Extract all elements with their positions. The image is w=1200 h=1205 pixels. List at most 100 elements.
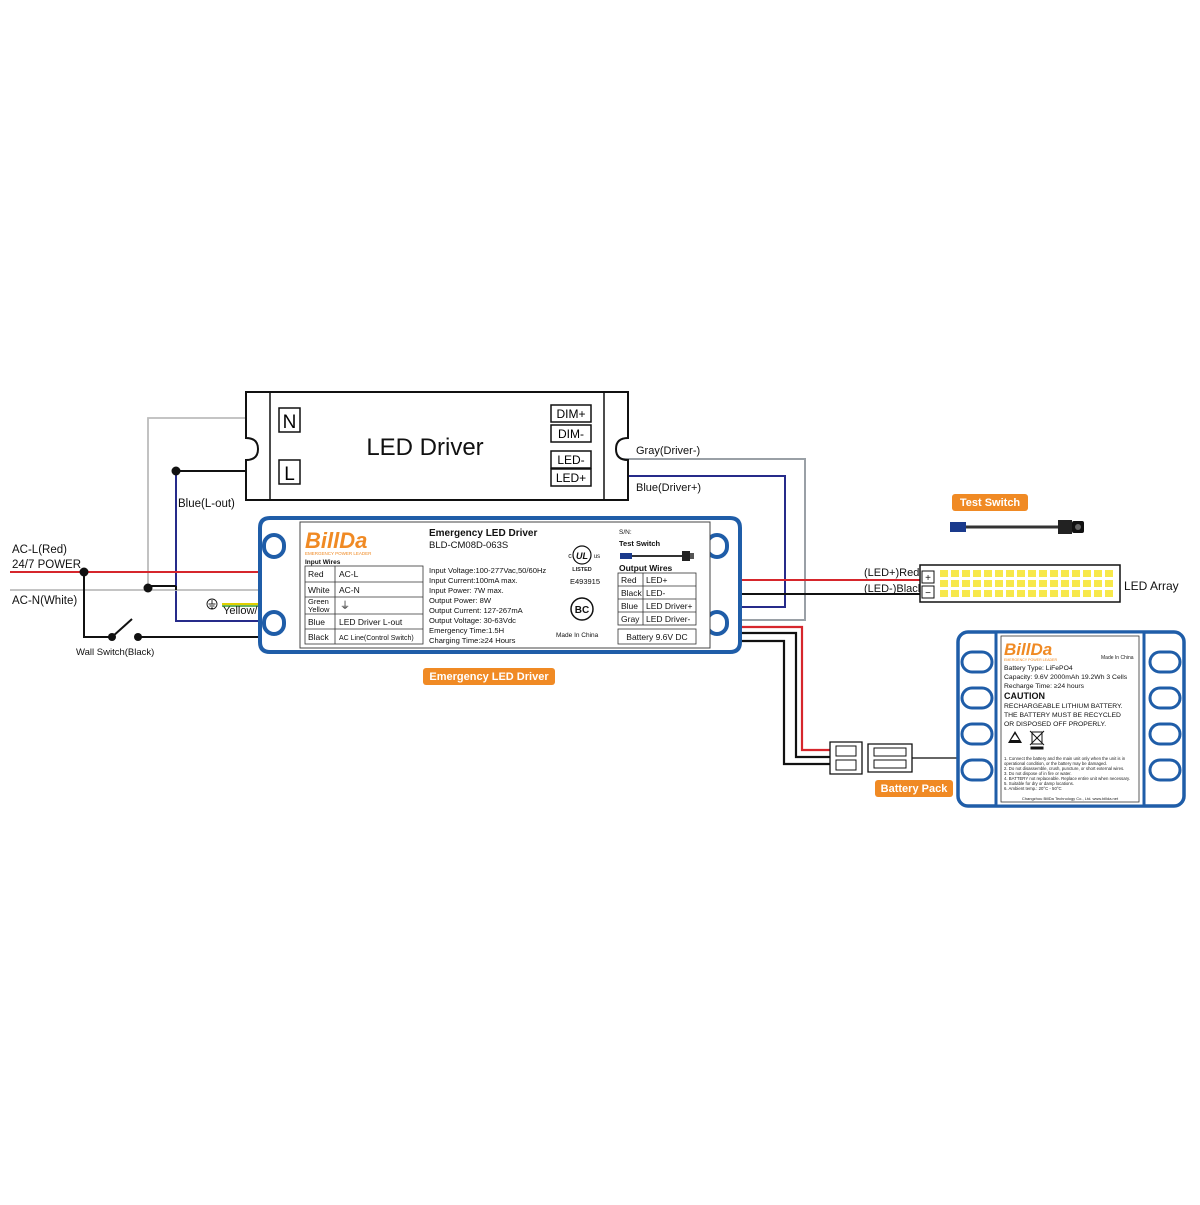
input-row-blue-func: LED Driver L-out	[339, 617, 403, 627]
tag-emergency: Emergency LED Driver	[423, 668, 555, 685]
led-chip	[1050, 590, 1058, 597]
tag-test-switch: Test Switch	[952, 494, 1028, 511]
led-array-plus: +	[925, 573, 931, 584]
battery-note: operational condition, or the battery ma…	[1004, 761, 1107, 766]
input-row-black-color: Black	[308, 632, 330, 642]
ul-file-number: E493915	[570, 577, 600, 586]
emergency-brand-logo: BillDa	[305, 528, 367, 553]
output-row-gray-color: Gray	[621, 614, 640, 624]
label-247-power: 24/7 POWER	[12, 559, 81, 571]
spec-line: Output Voltage: 30-63Vdc	[429, 616, 516, 625]
battery-fin	[1148, 722, 1182, 746]
led-chip	[951, 570, 959, 577]
ul-listed: LISTED	[572, 567, 592, 573]
input-wires-table	[304, 565, 424, 645]
input-row-blue-color: Blue	[308, 617, 325, 627]
led-chip	[1050, 570, 1058, 577]
battery-voltage-label: Battery 9.6V DC	[626, 632, 687, 642]
label-led-plus-red: (LED+)Red	[864, 567, 919, 579]
battery-voltage-box	[617, 628, 697, 645]
led-chip	[1072, 580, 1080, 587]
battery-type: Battery Type: LiFePO4	[1004, 665, 1073, 672]
input-row-red-color: Red	[308, 569, 324, 579]
output-row-blue-func: LED Driver+	[646, 601, 693, 611]
led-chip	[940, 590, 948, 597]
input-row-yellow-color: Yellow	[308, 605, 330, 614]
no-trash-icon	[1029, 730, 1045, 750]
led-chip	[1083, 580, 1091, 587]
battery-brand-sub: EMERGENCY POWER LEADER	[1004, 658, 1057, 662]
black-wire-battery-b	[740, 639, 830, 766]
blue-wire-driver-plus	[592, 475, 786, 608]
battery-note: 2. Do not disassemble, crush, puncture, …	[1004, 766, 1124, 771]
led-chip	[1061, 580, 1069, 587]
led-chip	[962, 570, 970, 577]
battery-made-in: Made In China	[1101, 655, 1134, 661]
battery-note: 3. Do not dispose of in fire or water.	[1004, 771, 1072, 776]
driver-terminal-dim-minus-label: DIM-	[558, 427, 584, 441]
led-chip	[1028, 580, 1036, 587]
wires	[10, 417, 1000, 766]
output-wires-heading: Output Wires	[619, 563, 673, 573]
led-chip	[1061, 590, 1069, 597]
junction-dot-switch-b	[134, 633, 142, 641]
black-wire-battery-a	[740, 631, 830, 759]
battery-fin	[960, 722, 994, 746]
driver-terminal-dim-minus	[550, 424, 592, 443]
input-row-red-func: AC-L	[339, 569, 359, 579]
junction-dot-l	[171, 466, 181, 476]
junction-dot-ac-l	[79, 567, 89, 577]
led-chip	[1105, 570, 1113, 577]
led-chip	[1017, 580, 1025, 587]
battery-fin	[1148, 650, 1182, 674]
battery-note: 4. BATTERY not replaceable. Replace enti…	[1004, 776, 1130, 781]
led-chip	[962, 580, 970, 587]
led-driver-case	[245, 391, 629, 501]
led-chip	[1028, 590, 1036, 597]
led-chip	[973, 580, 981, 587]
led-chip	[1094, 570, 1102, 577]
output-row-red-func: LED+	[646, 575, 668, 585]
led-chip	[1017, 570, 1025, 577]
tag-test-switch-label: Test Switch	[960, 497, 1021, 509]
spec-line: Input Voltage:100-277Vac,50/60Hz	[429, 566, 546, 575]
led-chip	[1028, 570, 1036, 577]
spec-line: Emergency Time:1.5H	[429, 626, 504, 635]
test-switch-plug	[950, 522, 966, 532]
battery-caution: CAUTION	[1004, 691, 1045, 701]
battery-fin	[960, 686, 994, 710]
test-switch-body	[1058, 520, 1072, 534]
spec-line: Input Power: 7W max.	[429, 586, 504, 595]
driver-terminal-n-label: N	[283, 412, 297, 433]
label-blue-l-out: Blue(L-out)	[178, 498, 235, 510]
battery-capacity: Capacity: 9.6V 2000mAh 19.2Wh 3 Cells	[1004, 674, 1128, 681]
spec-line: Output Power: 8W	[429, 596, 492, 605]
emergency-product-name: Emergency LED Driver	[429, 528, 537, 539]
battery-connector	[829, 741, 913, 775]
input-row-black-func: AC Line(Control Switch)	[339, 635, 414, 642]
led-chip	[940, 580, 948, 587]
led-chip	[984, 590, 992, 597]
led-array-plus-pad	[921, 570, 935, 584]
led-chip	[1083, 570, 1091, 577]
led-chip	[1006, 580, 1014, 587]
emergency-sn: S/N:	[619, 529, 632, 536]
output-wires-table	[617, 572, 697, 626]
led-chip	[973, 570, 981, 577]
led-chip	[984, 570, 992, 577]
led-chip	[962, 590, 970, 597]
test-switch-part	[950, 520, 1084, 534]
spec-line: Charging Time:≥24 Hours	[429, 636, 516, 645]
emergency-driver: BillDa EMERGENCY POWER LEADER Emergency …	[258, 516, 742, 654]
battery-notes: 1. Connect the battery and the main unit…	[1004, 756, 1130, 791]
battery-fin	[960, 758, 994, 782]
battery-recharge: Recharge Time: ≥24 hours	[1004, 683, 1085, 690]
recycle-icon	[1008, 731, 1022, 743]
emergency-specs: Input Voltage:100-277Vac,50/60Hz Input C…	[429, 566, 546, 645]
tag-battery-pack-label: Battery Pack	[881, 783, 949, 795]
bc-mark: BC	[570, 597, 594, 621]
emergency-test-switch-label: Test Switch	[619, 539, 661, 548]
led-chip	[951, 580, 959, 587]
led-array: + − LED Array	[919, 564, 1179, 603]
